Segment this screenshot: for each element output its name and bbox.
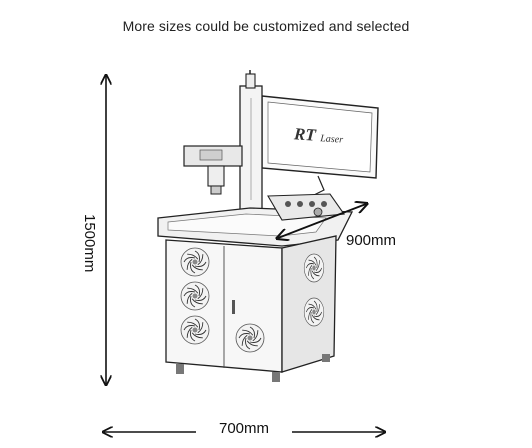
- depth-dimension-arrow: [278, 204, 366, 238]
- column: [239, 70, 263, 213]
- laser-head: [183, 145, 243, 195]
- depth-dimension-label: 900mm: [346, 232, 397, 249]
- brand-mark: RT: [293, 124, 317, 145]
- cabinet: [165, 235, 337, 382]
- brand-name: Laser: [319, 133, 344, 146]
- width-dimension-label: 700mm: [218, 420, 270, 437]
- brand-logo: RT Laser: [293, 124, 344, 147]
- height-dimension-label: 1500mm: [81, 214, 98, 273]
- caption: More sizes could be customized and selec…: [122, 18, 410, 34]
- monitor: [261, 95, 379, 197]
